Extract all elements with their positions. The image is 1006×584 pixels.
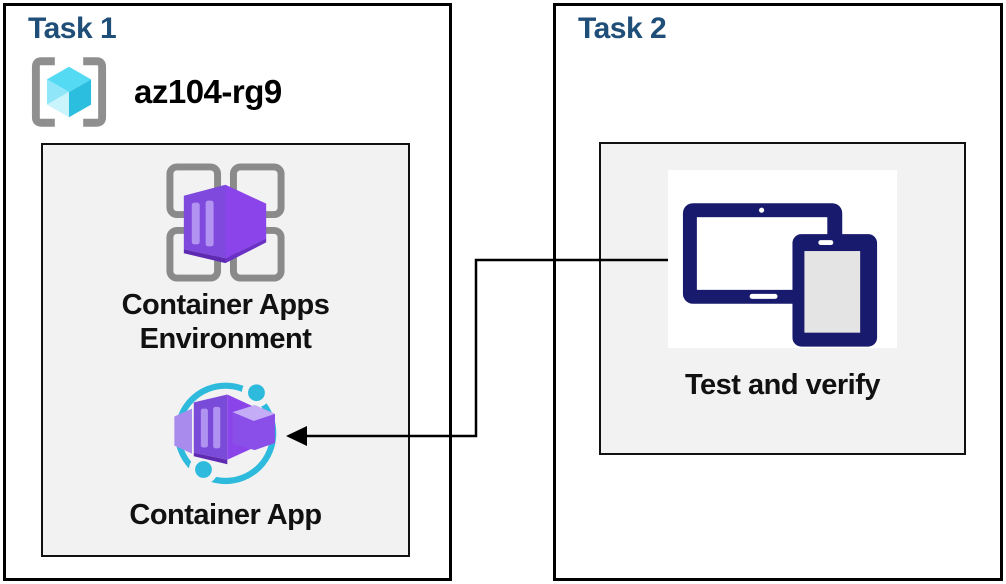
container-stripe xyxy=(205,200,214,247)
container-front-face xyxy=(183,184,226,259)
resource-group-name: az104-rg9 xyxy=(134,73,282,110)
devices-icon-background xyxy=(668,170,897,348)
cube-bottom-left-face xyxy=(46,92,69,118)
container-apps-environment-icon xyxy=(166,163,285,282)
phone-speaker xyxy=(818,240,834,246)
test-and-verify-label: Test and verify xyxy=(684,369,881,401)
phone-screen xyxy=(804,251,861,333)
container-stripe xyxy=(191,202,200,245)
resource-group-icon xyxy=(31,57,107,127)
container-front-face xyxy=(193,394,227,461)
container-right-face xyxy=(225,184,267,259)
bracket-left xyxy=(31,57,55,127)
task1-title: Task 1 xyxy=(28,12,117,45)
container-bottom-edge xyxy=(183,249,226,264)
tablet-camera-dot xyxy=(759,207,765,213)
task1-panel: Task 1 az104-rg9 Container xyxy=(3,3,452,581)
orbit-dot xyxy=(188,455,218,485)
container-bottom-edge xyxy=(193,453,227,465)
container-app-icon xyxy=(173,378,276,485)
container-left-flap xyxy=(173,409,192,455)
resource-group-row: az104-rg9 xyxy=(28,54,282,130)
test-and-verify-box: Test and verify xyxy=(599,142,966,455)
container-bottom-edge xyxy=(225,238,267,264)
orbit-dot xyxy=(241,378,271,408)
task2-title: Task 2 xyxy=(578,12,667,45)
small-container-top-face xyxy=(232,405,275,422)
task2-panel: Task 2 Test and verify xyxy=(553,3,1003,581)
bracket-right xyxy=(83,57,107,127)
task1-inner-box: Container Apps Environment Container App xyxy=(41,143,410,557)
tablet-and-phone-icon xyxy=(682,203,878,347)
container-stripe xyxy=(212,407,220,449)
container-apps-environment-label: Container Apps Environment xyxy=(121,289,330,356)
container-app-label: Container App xyxy=(129,499,322,532)
cube-left-face xyxy=(46,79,69,105)
container-stripe xyxy=(200,409,208,448)
tablet-home-button xyxy=(749,293,778,299)
